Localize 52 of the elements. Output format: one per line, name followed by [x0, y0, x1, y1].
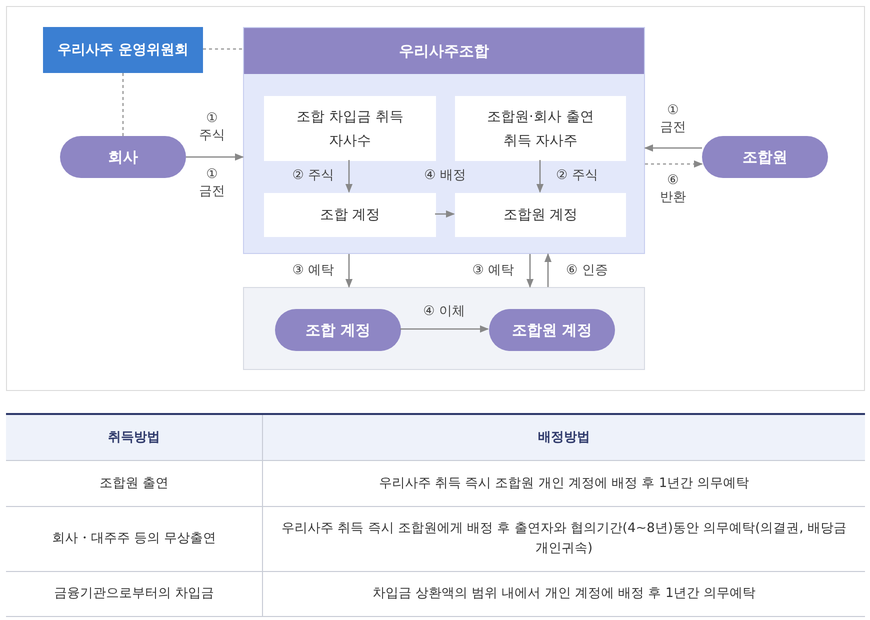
process-box — [43, 27, 203, 73]
connector-line — [203, 48, 243, 50]
header-cell-text: 배정방법 — [537, 428, 591, 447]
edge-label: ⑥ 반환 — [659, 172, 687, 206]
node-text: 조합원 계정 — [502, 206, 579, 225]
header-cell: 취득방법 — [6, 415, 263, 460]
connector-line — [122, 73, 124, 136]
group-panel — [243, 27, 645, 254]
node-text: 조합 계정 — [305, 320, 371, 341]
rounded-node — [275, 309, 401, 351]
header-bar: 우리사주조합 — [244, 28, 644, 74]
edge-label: ① 금전 — [659, 102, 687, 136]
arrow — [345, 160, 353, 193]
panel-box — [243, 287, 645, 370]
edge-label: ⑥ 인증 — [566, 262, 609, 279]
edge-label: ② 주식 — [291, 167, 334, 184]
rounded-node — [60, 136, 186, 178]
arrow — [645, 160, 703, 168]
edge-label: ③ 예탁 — [291, 262, 334, 279]
table-cell-text: 우리사주 취득 즉시 조합원 개인 계정에 배정 후 1년간 의무예탁 — [378, 474, 750, 492]
rounded-node — [489, 309, 615, 351]
arrow — [526, 254, 534, 288]
node-text: 조합 계정 — [318, 206, 382, 225]
node-text: 조합 차입금 취득 자사수 — [296, 108, 404, 150]
node-text: 조합원 계정 — [512, 320, 592, 341]
arrow — [536, 160, 544, 193]
process-box — [264, 193, 436, 237]
process-box — [264, 96, 436, 161]
arrow — [186, 153, 244, 161]
edge-label: ③ 예탁 — [471, 262, 514, 279]
edge-label: ② 주식 — [556, 167, 599, 184]
process-box — [455, 193, 626, 237]
table-cell-text: 차입금 상환액의 범위 내에서 개인 계정에 배정 후 1년간 의무예탁 — [371, 585, 757, 603]
table-cell: 금융기관으로부터의 차입금 — [6, 572, 263, 616]
table-cell: 회사・대주주 등의 무상출연 — [6, 507, 263, 571]
node-text: 조합원 — [742, 147, 788, 168]
arrow — [400, 325, 489, 333]
table-cell: 조합원 출연 — [6, 461, 263, 506]
edge-label: ① 주식 — [198, 110, 226, 144]
annotation-text: ① 금전 — [198, 166, 226, 200]
node-text: 우리사주 운영위원회 — [58, 41, 188, 60]
arrow — [644, 144, 702, 152]
node-text: 조합원·회사 출연 취득 자사주 — [486, 108, 595, 150]
rounded-node — [702, 136, 828, 178]
table-cell-text: 우리사주 취득 즉시 조합원에게 배정 후 출연자와 협의기간(4~8년)동안 의무예탁(의결권, 배당금 개인귀속) — [280, 520, 848, 558]
process-box — [455, 96, 626, 161]
arrow — [544, 253, 552, 287]
arrow — [345, 254, 353, 288]
node-text: 회사 — [108, 147, 138, 168]
arrow — [435, 210, 455, 218]
edge-label: ④ 이체 — [422, 303, 466, 320]
edge-label: ④ 배정 — [423, 167, 467, 184]
